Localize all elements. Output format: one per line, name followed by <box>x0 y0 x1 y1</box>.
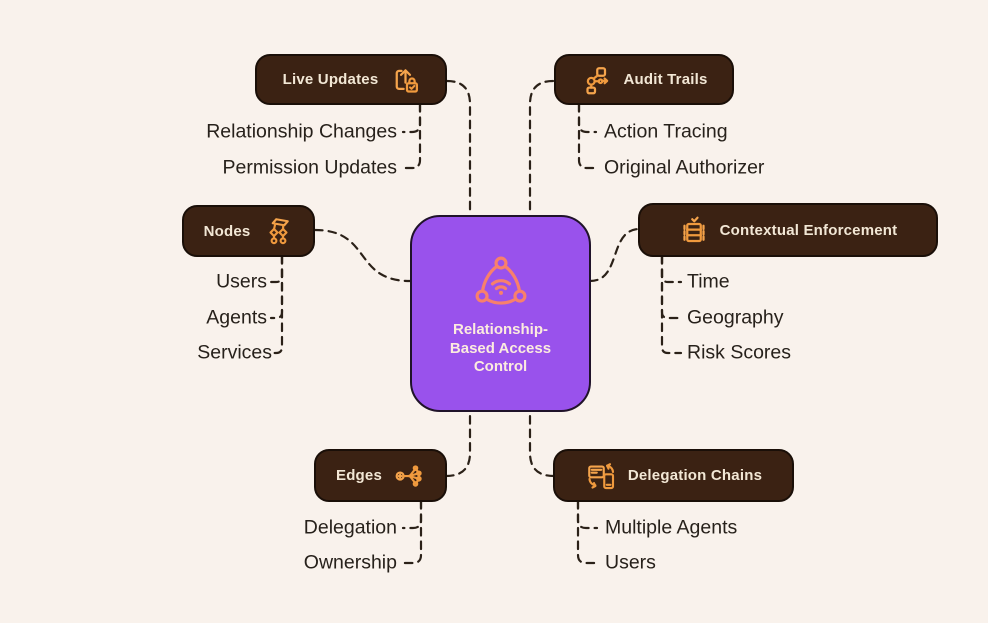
connector-nodes <box>313 228 412 283</box>
leaf-relationship-changes[interactable]: Relationship Changes <box>206 120 397 143</box>
branch-edges-label: Edges <box>335 467 382 484</box>
branch-nodes-label: Nodes <box>203 222 251 240</box>
leaf-action-tracing[interactable]: Action Tracing <box>604 120 728 143</box>
branch-delegation-chains[interactable]: Delegation Chains <box>553 449 794 502</box>
connector-leaf-ownership <box>399 499 423 565</box>
branch-live-updates-label: Live Updates <box>282 71 379 88</box>
connector-leaf-delegation <box>401 499 423 530</box>
flow-trace-icon <box>586 66 609 94</box>
connector-live-updates <box>445 79 472 217</box>
device-handoff-icon <box>588 462 614 489</box>
connector-audit-trails <box>528 79 555 217</box>
connector-leaf-multiple-agents <box>576 499 599 530</box>
branch-contextual-enforcement-label: Contextual Enforcement <box>719 221 898 239</box>
connector-leaf-users-2 <box>576 499 599 565</box>
network-signal-icon <box>475 256 526 305</box>
branch-live-updates[interactable]: Live Updates <box>255 54 447 105</box>
leaf-users-bottom[interactable]: Users <box>605 551 656 574</box>
connector-leaf-time <box>660 254 683 284</box>
connector-leaf-agents <box>269 254 284 320</box>
connector-contextual <box>588 227 642 283</box>
central-topic-label: Relationship- Based Access Control <box>449 320 552 376</box>
leaf-time[interactable]: Time <box>687 270 730 293</box>
leaf-permission-updates[interactable]: Permission Updates <box>222 156 398 179</box>
graph-add-icon <box>395 464 422 487</box>
leaf-agents[interactable]: Agents <box>206 306 267 329</box>
leaf-risk-scores[interactable]: Risk Scores <box>687 341 792 364</box>
central-topic[interactable]: Relationship- Based Access Control <box>410 215 591 412</box>
branch-delegation-chains-label: Delegation Chains <box>627 467 763 484</box>
branch-contextual-enforcement[interactable]: Contextual Enforcement <box>638 203 938 257</box>
connector-delegation-chains <box>528 410 556 478</box>
connector-leaf-geography <box>660 254 683 320</box>
hierarchy-icon <box>269 218 290 245</box>
upload-lock-icon <box>396 68 419 93</box>
leaf-ownership[interactable]: Ownership <box>303 551 397 574</box>
leaf-original-authorizer[interactable]: Original Authorizer <box>604 156 765 179</box>
leaf-multiple-agents[interactable]: Multiple Agents <box>605 516 738 539</box>
connector-edges <box>444 410 472 478</box>
branch-edges[interactable]: Edges <box>314 449 447 502</box>
connector-leaf-services <box>269 254 284 355</box>
connector-leaf-risk-scores <box>660 254 683 355</box>
connector-leaf-action-tracing <box>577 102 598 134</box>
connector-leaf-relationship-changes <box>401 102 422 134</box>
validated-stack-icon <box>682 216 705 243</box>
leaf-geography[interactable]: Geography <box>687 306 784 329</box>
leaf-delegation[interactable]: Delegation <box>303 516 397 539</box>
connector-leaf-permission-updates <box>399 102 422 170</box>
leaf-services[interactable]: Services <box>197 341 272 364</box>
connector-leaf-original-authorizer <box>577 102 598 170</box>
branch-nodes[interactable]: Nodes <box>182 205 315 257</box>
leaf-users[interactable]: Users <box>216 270 267 293</box>
branch-audit-trails-label: Audit Trails <box>623 71 708 88</box>
branch-audit-trails[interactable]: Audit Trails <box>554 54 734 105</box>
connector-leaf-users <box>269 254 284 284</box>
